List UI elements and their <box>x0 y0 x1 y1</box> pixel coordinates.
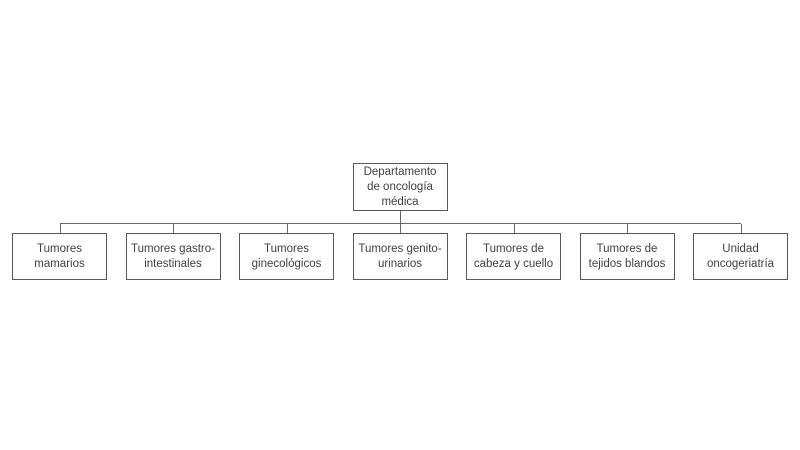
org-node-tumores-ginecologicos: Tumores ginecológicos <box>239 233 334 280</box>
connector-root-drop-line <box>400 211 401 224</box>
org-node-tumores-cabeza-cuello: Tumores de cabeza y cuello <box>466 233 561 280</box>
connector-stub <box>59 224 61 233</box>
org-node-unidad-oncogeriatria: Unidad oncogeriatría <box>693 233 788 280</box>
connector-stub <box>400 224 401 233</box>
org-node-root: Departamento de oncología médica <box>352 163 448 211</box>
connector-stub <box>173 224 174 233</box>
connector-horizontal-bar <box>59 223 741 224</box>
org-node-tumores-mamarios: Tumores mamarios <box>12 233 107 280</box>
connector-stub <box>627 224 628 233</box>
connector-stub <box>513 224 515 233</box>
org-node-tumores-tejidos-blandos: Tumores de tejidos blandos <box>579 233 675 280</box>
org-node-tumores-genitourinarios: Tumores genito- urinarios <box>352 233 448 280</box>
org-node-tumores-gastrointestinales: Tumores gastro- intestinales <box>125 233 221 280</box>
org-children-row: Tumores mamarios Tumores gastro- intesti… <box>12 233 788 280</box>
connector-stub <box>740 224 742 233</box>
connector-stub <box>286 224 288 233</box>
